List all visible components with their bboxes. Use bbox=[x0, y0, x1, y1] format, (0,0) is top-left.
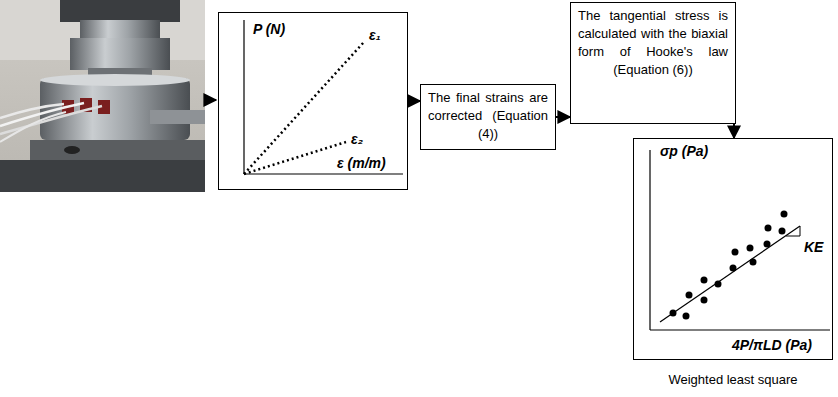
flow-arrow bbox=[408, 100, 420, 102]
test-rig-photo bbox=[0, 0, 205, 192]
process-box: The final strains are corrected (Equatio… bbox=[420, 84, 556, 150]
slope-label: KE bbox=[804, 239, 823, 255]
axis-label: ε (m/m) bbox=[337, 155, 386, 171]
axis-label: P (N) bbox=[253, 21, 285, 37]
axis-label: 4P/πLD (Pa) bbox=[732, 337, 812, 353]
box-text: The final strains are corrected (Equatio… bbox=[421, 85, 555, 147]
axis-label: σp (Pa) bbox=[660, 143, 708, 159]
regression-chart bbox=[650, 150, 830, 330]
process-box: The tangential stress is calculated with… bbox=[570, 2, 736, 124]
box-text: The tangential stress is calculated with… bbox=[571, 3, 735, 83]
chart-box: σp (Pa) KE 4P/πLD (Pa) bbox=[633, 138, 833, 360]
curve-label: ε₂ bbox=[351, 131, 363, 147]
flow-arrow bbox=[733, 124, 735, 138]
graph-box: P (N) ε (m/m) ε₁ ε₂ bbox=[218, 12, 408, 190]
caption-label: Weighted least square bbox=[668, 372, 797, 387]
strain-graph bbox=[244, 20, 403, 174]
photo-arrow bbox=[207, 99, 216, 101]
flow-arrow bbox=[556, 116, 570, 118]
curve-label: ε₁ bbox=[369, 27, 381, 43]
